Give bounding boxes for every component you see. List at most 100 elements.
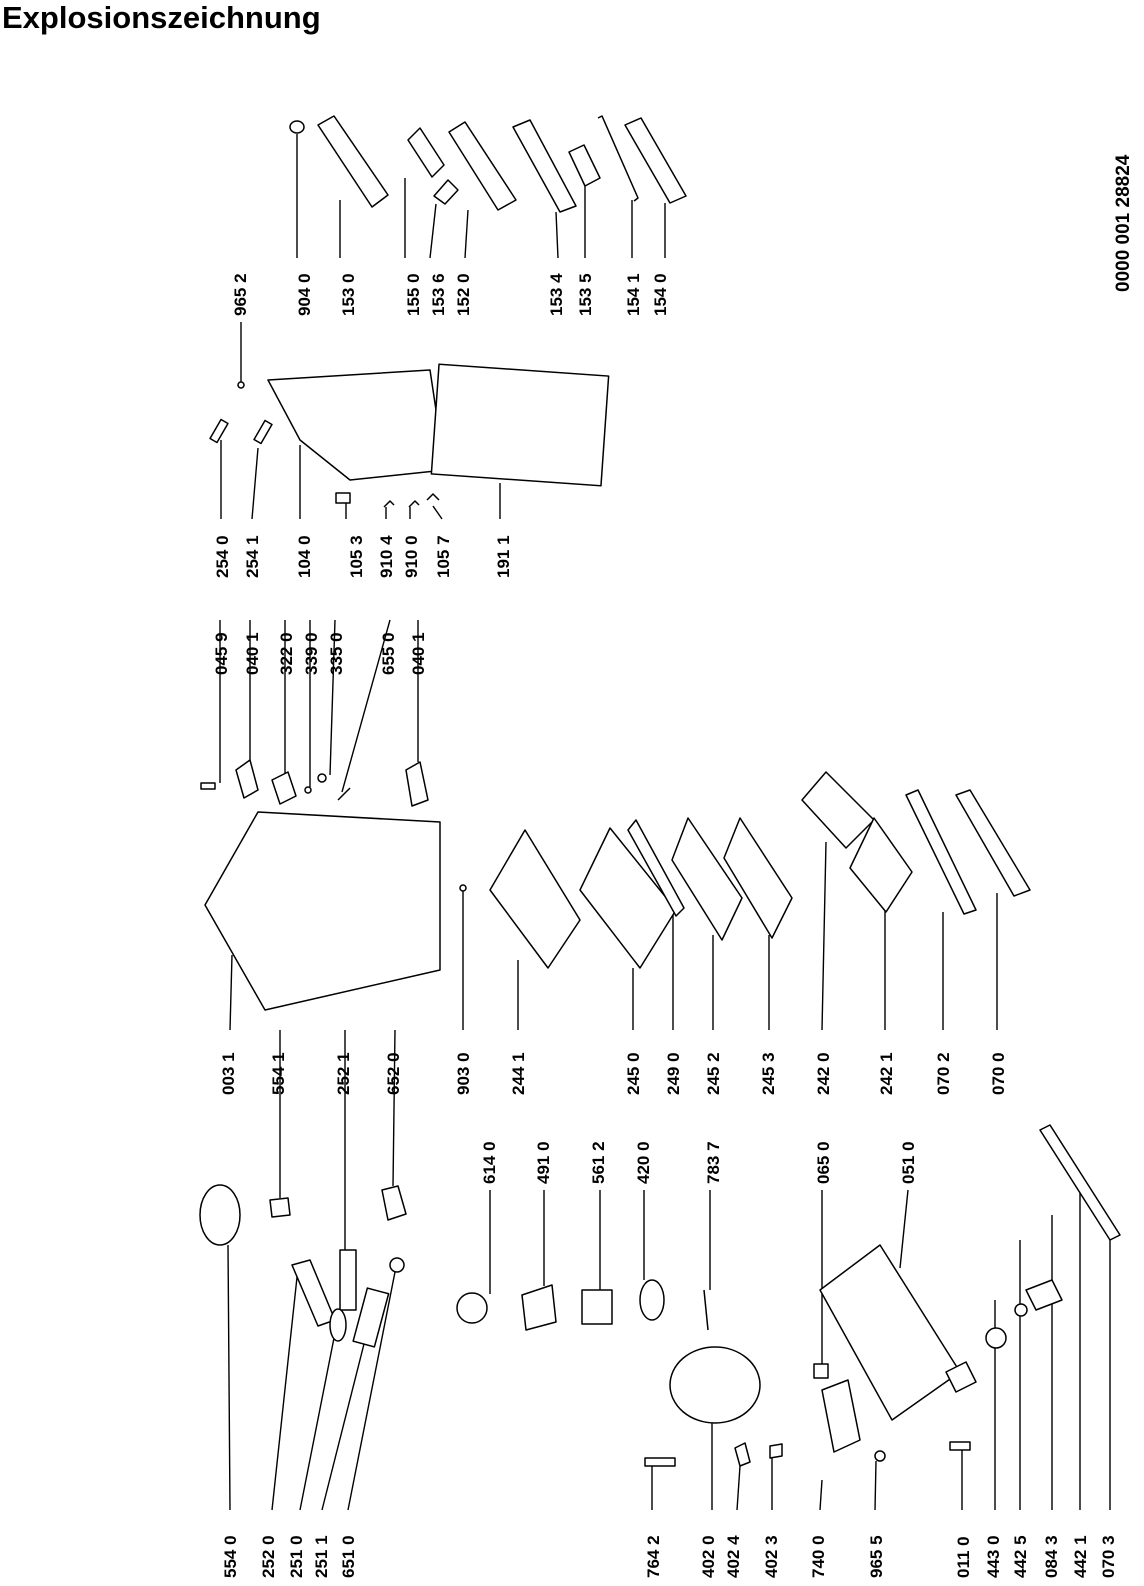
leader-line-152-0: [464, 209, 469, 259]
part-label-154-1: 154 1: [624, 273, 643, 316]
part-322-0: [271, 771, 297, 805]
part-label-153-4: 153 4: [547, 273, 566, 316]
part-label-402-0: 402 0: [699, 1535, 718, 1578]
part-251-1: [352, 1287, 390, 1348]
leader-line-740-0: [819, 1479, 823, 1511]
part-245-0: [579, 827, 677, 969]
part-label-251-1: 251 1: [312, 1535, 331, 1578]
page-title: Explosionszeichnung: [2, 0, 321, 35]
part-252-1: [339, 1249, 357, 1311]
part-491-0: [521, 1284, 557, 1331]
part-label-252-1: 252 1: [334, 1052, 353, 1095]
part-label-245-3: 245 3: [759, 1052, 778, 1095]
part-153-5: [568, 144, 601, 187]
part-070-0: [955, 789, 1031, 897]
part-label-242-1: 242 1: [877, 1052, 896, 1095]
leader-line-402-4: [736, 1465, 741, 1511]
leader-line-651-0: [347, 1271, 396, 1511]
part-label-251-0: 251 0: [287, 1535, 306, 1578]
part-label-254-1: 254 1: [243, 535, 262, 578]
part-070-2: [905, 789, 977, 915]
part-442-5: [985, 1327, 1007, 1349]
leader-line-251-1: [321, 1339, 366, 1511]
part-402-0: [669, 1346, 761, 1424]
part-label-491-0: 491 0: [534, 1141, 553, 1184]
leader-line-652-0: [392, 1029, 396, 1187]
part-965-5: [874, 1450, 886, 1462]
part-label-965-5: 965 5: [867, 1535, 886, 1578]
part-label-903-0: 903 0: [454, 1052, 473, 1095]
part-740-0: [821, 1379, 861, 1453]
part-label-322-0: 322 0: [277, 632, 296, 675]
part-104-0: [267, 369, 446, 481]
part-label-153-5: 153 5: [576, 273, 595, 316]
part-153-4: [512, 119, 577, 213]
part-label-245-0: 245 0: [624, 1052, 643, 1095]
part-label-245-2: 245 2: [704, 1052, 723, 1095]
part-label-652-0: 652 0: [384, 1052, 403, 1095]
leader-line-153-4: [555, 211, 559, 259]
part-label-254-0: 254 0: [213, 535, 232, 578]
part-070-3: [1039, 1124, 1121, 1241]
leader-line-252-0: [271, 1267, 299, 1511]
part-label-965-2: 965 2: [231, 273, 250, 316]
part-label-104-0: 104 0: [295, 535, 314, 578]
part-244-1: [489, 829, 581, 969]
part-651-0: [389, 1257, 405, 1273]
part-251-0: [329, 1308, 347, 1342]
part-003-1: [204, 811, 441, 1011]
part-label-244-1: 244 1: [509, 1052, 528, 1095]
part-label-910-0: 910 0: [402, 535, 421, 578]
part-label-740-0: 740 0: [809, 1535, 828, 1578]
part-label-003-1: 003 1: [219, 1052, 238, 1095]
part-label-554-0: 554 0: [221, 1535, 240, 1578]
part-label-904-0: 904 0: [295, 273, 314, 316]
part-764-2: [644, 1457, 676, 1467]
leader-line-254-1: [251, 447, 259, 520]
part-402-4: [734, 1442, 751, 1467]
part-965-2: [237, 381, 245, 389]
part-040-1b: [405, 761, 429, 807]
part-label-402-3: 402 3: [762, 1535, 781, 1578]
part-illustrations: [199, 115, 1121, 1467]
part-245-3: [723, 817, 793, 939]
part-label-084-3: 084 3: [1042, 1535, 1061, 1578]
part-label-783-7: 783 7: [704, 1141, 723, 1184]
part-153-6: [433, 179, 459, 205]
part-label-614-0: 614 0: [480, 1141, 499, 1184]
part-label-152-0: 152 0: [454, 273, 473, 316]
part-label-651-0: 651 0: [339, 1535, 358, 1578]
leader-line-655-0: [341, 619, 391, 793]
part-label-249-0: 249 0: [664, 1052, 683, 1095]
part-label-242-0: 242 0: [814, 1052, 833, 1095]
part-label-153-6: 153 6: [429, 273, 448, 316]
part-label-554-1: 554 1: [269, 1052, 288, 1095]
leader-line-242-0: [821, 841, 827, 1031]
part-label-335-0: 335 0: [327, 632, 346, 675]
part-label-070-2: 070 2: [934, 1052, 953, 1095]
leader-line-965-5: [874, 1460, 877, 1511]
part-903-0: [459, 884, 467, 892]
part-label-420-0: 420 0: [634, 1141, 653, 1184]
leader-line-251-0: [299, 1337, 335, 1511]
part-153-0: [317, 115, 389, 208]
part-783-7: [703, 1289, 709, 1331]
leader-line-003-1: [229, 954, 233, 1031]
part-label-442-5: 442 5: [1011, 1535, 1030, 1578]
part-label-045-9: 045 9: [212, 632, 231, 675]
part-label-040-1a: 040 1: [243, 632, 262, 675]
part-label-105-7: 105 7: [434, 535, 453, 578]
part-label-910-4: 910 4: [377, 535, 396, 578]
part-242-0: [801, 771, 875, 849]
leader-line-335-0: [329, 619, 336, 776]
part-154-0: [624, 117, 687, 204]
part-label-561-2: 561 2: [589, 1141, 608, 1184]
part-420-0: [639, 1279, 665, 1321]
leader-line-153-6: [429, 203, 437, 259]
part-105-7: [426, 493, 440, 501]
part-label-040-1b: 040 1: [409, 632, 428, 675]
part-249-0: [627, 819, 685, 917]
part-402-3: [769, 1443, 783, 1459]
part-254-0: [209, 418, 229, 444]
